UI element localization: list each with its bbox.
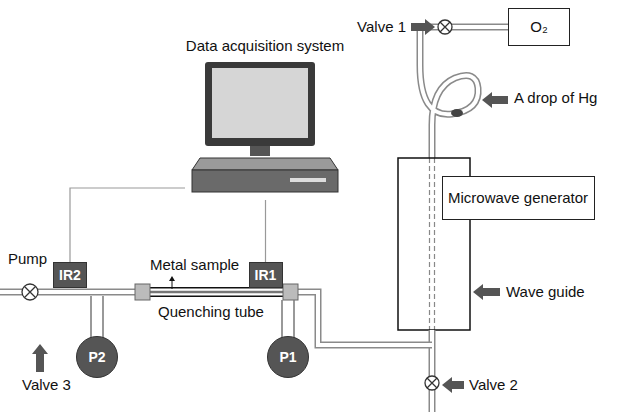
node-text: P2	[88, 349, 105, 365]
monitor-screen	[212, 68, 308, 138]
signal-wire	[70, 188, 185, 262]
tube-fitting	[135, 284, 150, 300]
node-text: Data acquisition system	[186, 37, 344, 54]
signal-wire	[265, 200, 266, 262]
drive-slot	[290, 178, 326, 182]
pressure-gauge: P1	[267, 336, 309, 378]
gas-tube-bore	[0, 290, 135, 294]
valve-label: Valve 2	[469, 376, 518, 393]
generator-box: Microwave generator	[442, 176, 595, 220]
node-text: O₂	[530, 18, 548, 35]
gas-tube	[0, 289, 135, 296]
valve-symbol	[425, 376, 439, 390]
node-text: P1	[279, 349, 296, 365]
valve-symbol	[438, 20, 452, 34]
gas-tube-bore	[297, 292, 432, 345]
leader-arrowhead	[169, 276, 175, 281]
pointer-arrow	[482, 92, 508, 108]
tube-in-guide	[434, 158, 435, 330]
pressure-gauge: P2	[76, 336, 118, 378]
part-label: Pump	[8, 250, 47, 267]
gas-tube	[297, 292, 432, 345]
gauge-neck	[281, 300, 283, 338]
ir-sensor: IR2	[53, 262, 87, 288]
computer-node: Data acquisition system	[185, 34, 345, 200]
gauge-neck	[102, 296, 104, 338]
valve-symbol	[22, 284, 38, 300]
node-text: IR1	[255, 267, 277, 283]
quenching-tube	[150, 287, 283, 297]
mercury-drop	[451, 109, 463, 117]
metal-sample	[150, 291, 283, 294]
valve-label: Valve 3	[22, 376, 71, 393]
computer-case-front	[192, 170, 338, 192]
gas-source-box: O₂	[508, 8, 570, 46]
part-label: Quenching tube	[158, 303, 264, 320]
gauge-neck	[90, 296, 92, 338]
monitor-frame	[205, 62, 315, 146]
node-text: IR2	[59, 267, 81, 283]
tube-fitting	[283, 284, 298, 300]
quenching-tube-bore	[150, 289, 283, 296]
computer-case-top	[192, 158, 338, 170]
pointer-arrow	[32, 344, 48, 372]
part-label: Metal sample	[150, 256, 239, 273]
part-label: Wave guide	[506, 283, 585, 300]
node-text: Microwave generator	[448, 189, 588, 206]
tube-in-guide	[429, 158, 430, 330]
gas-tube-bore	[420, 27, 508, 158]
valve-label: Valve 1	[357, 18, 406, 35]
pointer-arrow	[442, 377, 464, 393]
ir-sensor: IR1	[249, 262, 283, 288]
part-label: A drop of Hg	[514, 89, 597, 106]
monitor-stand	[250, 146, 270, 156]
gas-tube	[420, 27, 508, 158]
gauge-neck	[293, 300, 295, 338]
pointer-arrow	[411, 19, 435, 35]
pointer-arrow	[473, 284, 500, 300]
